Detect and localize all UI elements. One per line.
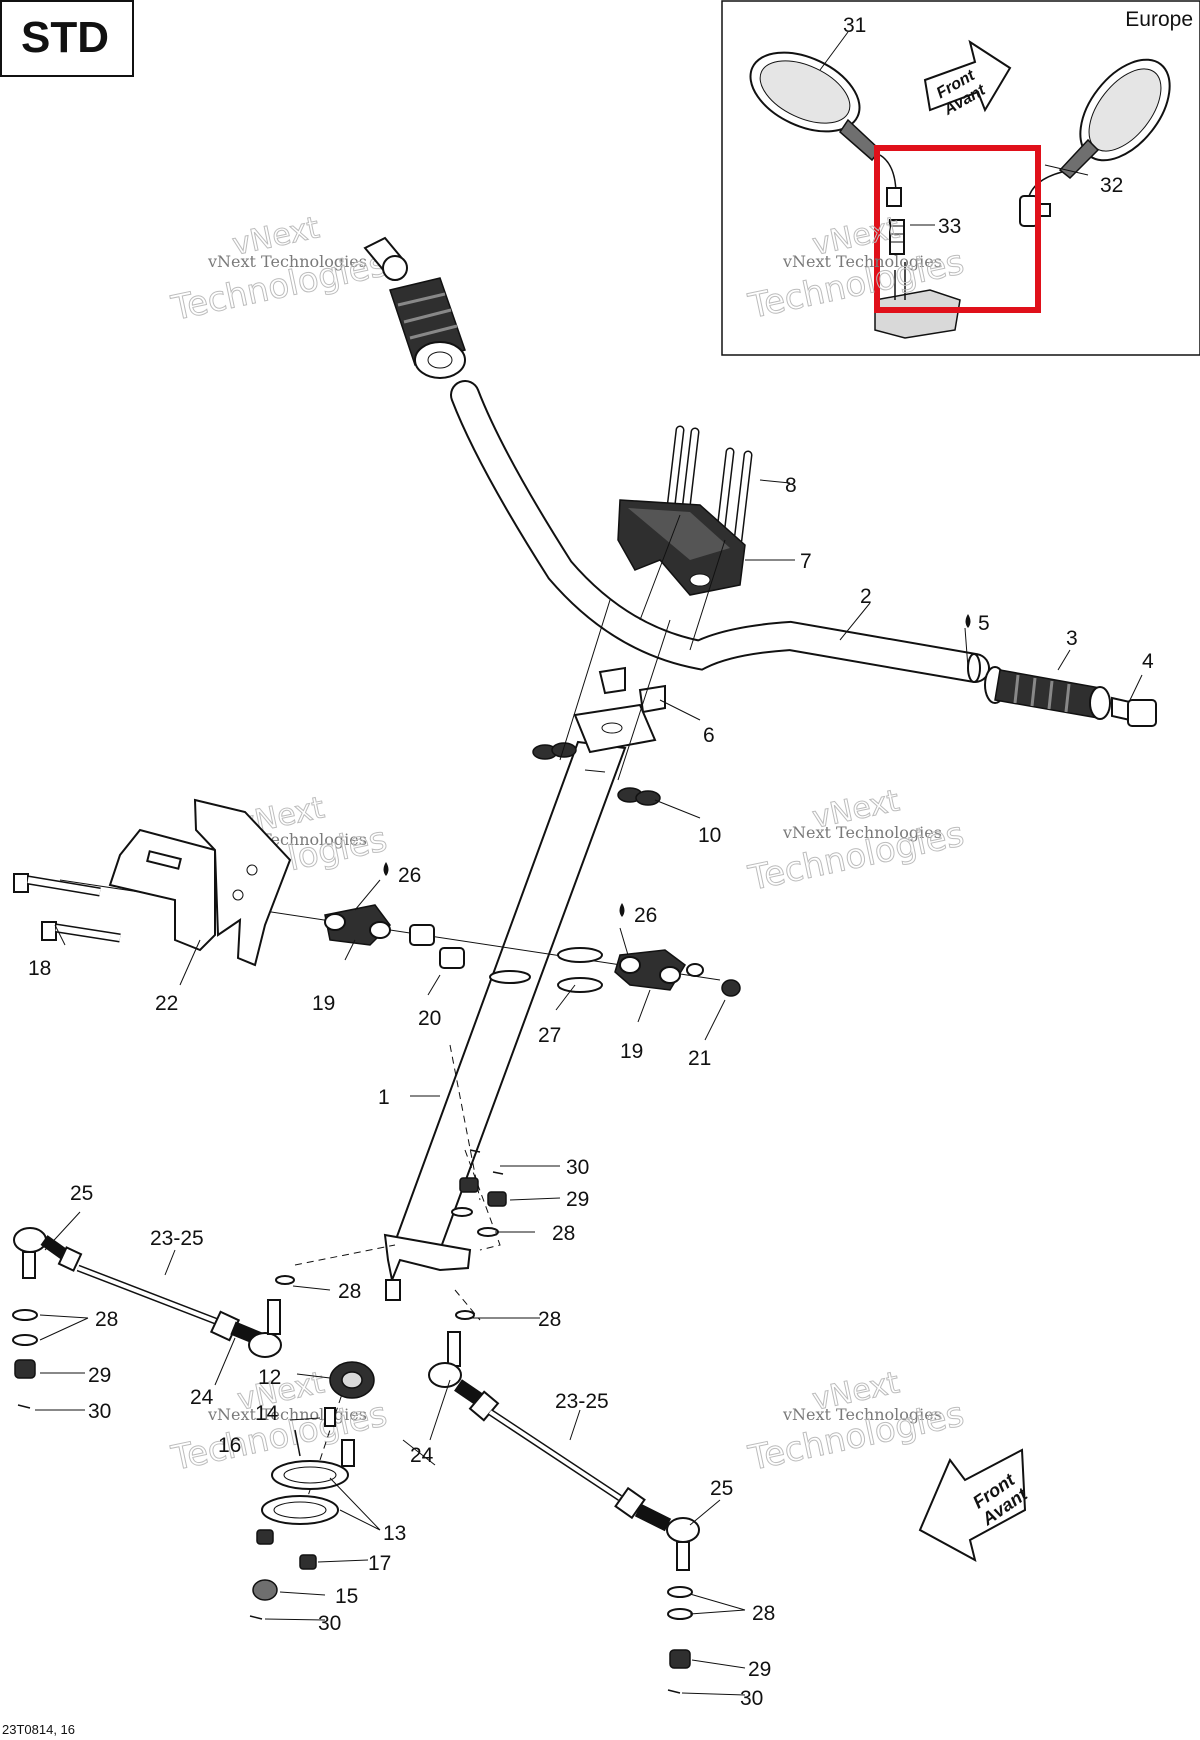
callout-32: 32 (1100, 174, 1123, 197)
callout-23a: 23-25 (150, 1227, 204, 1250)
mirror-right (1019, 58, 1171, 227)
grip-right (984, 666, 1157, 727)
callout-22: 22 (155, 992, 178, 1015)
callout-29b: 29 (88, 1364, 111, 1387)
callout-25b: 25 (710, 1477, 733, 1500)
europe-inset: Europe Front Avant (721, 0, 1200, 356)
tie-rod-left (13, 1227, 282, 1358)
tie-rod-right (428, 1310, 700, 1571)
callout-8: 8 (785, 474, 797, 497)
callout-labels: 31 32 33 8 7 2 5 3 4 6 10 26 26 18 22 19… (28, 14, 1154, 1710)
watermark-2-small: vNext Technologies (782, 252, 942, 271)
highlight-box (874, 145, 1041, 313)
callout-27: 27 (538, 1024, 561, 1047)
callout-30d: 30 (740, 1687, 763, 1710)
callout-24a: 24 (190, 1386, 214, 1409)
column-fasteners (451, 1149, 507, 1237)
drawing-code: 23T0814, 16 (2, 1722, 75, 1737)
washers-27 (489, 947, 603, 993)
handlebar (450, 380, 990, 683)
callout-15: 15 (335, 1585, 358, 1608)
support-bracket (108, 798, 292, 967)
callout-28b: 28 (338, 1280, 361, 1303)
callout-29a: 29 (566, 1188, 589, 1211)
bolts-8 (665, 425, 753, 545)
watermark-1: vNext Technologies vNext Technologies (167, 210, 391, 330)
callout-20: 20 (418, 1007, 441, 1030)
callout-28c: 28 (95, 1308, 118, 1331)
callout-30c: 30 (318, 1612, 341, 1635)
std-badge-text: STD (21, 13, 109, 62)
callout-3: 3 (1066, 627, 1078, 650)
watermark-1-small: vNext Technologies (207, 252, 367, 271)
inset-bracket (874, 289, 961, 339)
spacers-20 (409, 924, 465, 969)
callout-26a: 26 (398, 864, 421, 887)
lower-bearing-assembly (249, 1361, 375, 1620)
callout-12: 12 (258, 1366, 281, 1389)
callout-28e: 28 (752, 1602, 775, 1625)
bearing-block-left (324, 904, 391, 946)
callout-24b: 24 (410, 1444, 434, 1467)
leader-lines (35, 31, 1143, 1696)
callout-18: 18 (28, 957, 51, 980)
left-hardware-stack (12, 1275, 295, 1409)
long-bolts-18 (13, 873, 121, 943)
watermark-6-small: vNext Technologies (782, 1405, 942, 1424)
callout-5: 5 (978, 612, 990, 635)
callout-25a: 25 (70, 1182, 93, 1205)
callout-29c: 29 (748, 1658, 771, 1681)
callout-10: 10 (698, 824, 721, 847)
front-arrow-icon: Front Avant (918, 1448, 1032, 1562)
callout-19a: 19 (312, 992, 335, 1015)
callout-14: 14 (255, 1402, 279, 1425)
callout-16: 16 (218, 1434, 241, 1457)
right-hardware-stack (667, 1586, 693, 1694)
callout-13: 13 (383, 1522, 406, 1545)
callout-19b: 19 (620, 1040, 643, 1063)
callout-4: 4 (1142, 650, 1154, 673)
callout-17: 17 (368, 1552, 391, 1575)
callout-30b: 30 (88, 1400, 111, 1423)
callout-23b: 23-25 (555, 1390, 609, 1413)
watermark-4-small: vNext Technologies (782, 823, 942, 842)
watermark-6: vNext Technologies vNext Technologies (744, 1365, 968, 1480)
callout-6: 6 (703, 724, 715, 747)
mirror-left (749, 51, 902, 207)
bearing-block-right (614, 949, 704, 991)
callout-21: 21 (688, 1047, 711, 1070)
nuts-10 (532, 742, 661, 806)
watermark-4: vNext Technologies vNext Technologies (744, 783, 968, 900)
clamp-lower (573, 666, 666, 754)
callout-28a: 28 (552, 1222, 575, 1245)
callout-28d: 28 (538, 1308, 561, 1331)
grip-left (363, 236, 466, 379)
callout-1: 1 (378, 1086, 390, 1109)
callout-2: 2 (860, 585, 872, 608)
callout-7: 7 (800, 550, 812, 573)
inset-region-label: Europe (1125, 8, 1193, 31)
clamp-cap (617, 499, 746, 596)
lubricant-drop-icon (383, 614, 971, 917)
callout-30a: 30 (566, 1156, 589, 1179)
callout-26b: 26 (634, 904, 657, 927)
callout-31: 31 (843, 14, 866, 37)
std-badge: STD (0, 0, 134, 77)
callout-33: 33 (938, 215, 961, 238)
nut-21 (721, 979, 741, 997)
construction-lines (59, 514, 726, 1521)
part-33-bushing (889, 219, 905, 255)
